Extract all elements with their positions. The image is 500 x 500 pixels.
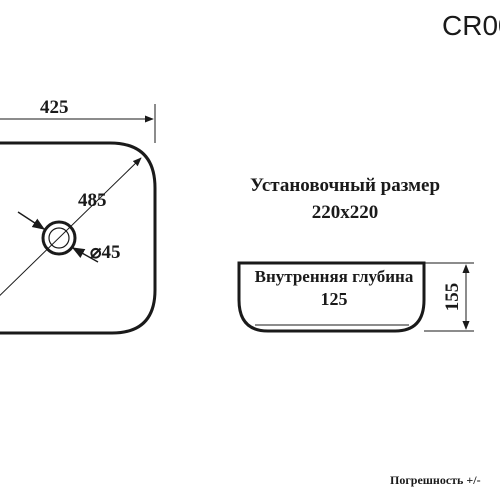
basin-side-view-outline [237,261,426,333]
drain-arrow-right [71,247,99,263]
drain-outer-circle [41,220,77,256]
tolerance-note: Погрешность +/- [390,473,481,487]
basin-top-view-outline [0,141,157,335]
height-label: 155 [442,283,463,312]
install-size-label: Установочный размер [250,175,440,196]
drain-inner-circle [48,227,70,249]
diagonal-dimension-line [0,157,142,296]
install-size-value: 220x220 [312,202,379,223]
drain-arrow-left [17,211,46,230]
drain-diameter-label: ⌀45 [90,242,120,263]
inner-depth-value: 125 [321,289,348,309]
inner-depth-label: Внутренняя глубина [255,267,414,286]
width-label: 425 [40,97,69,118]
diagonal-label: 485 [78,190,107,211]
model-code: CR00 [442,10,500,41]
